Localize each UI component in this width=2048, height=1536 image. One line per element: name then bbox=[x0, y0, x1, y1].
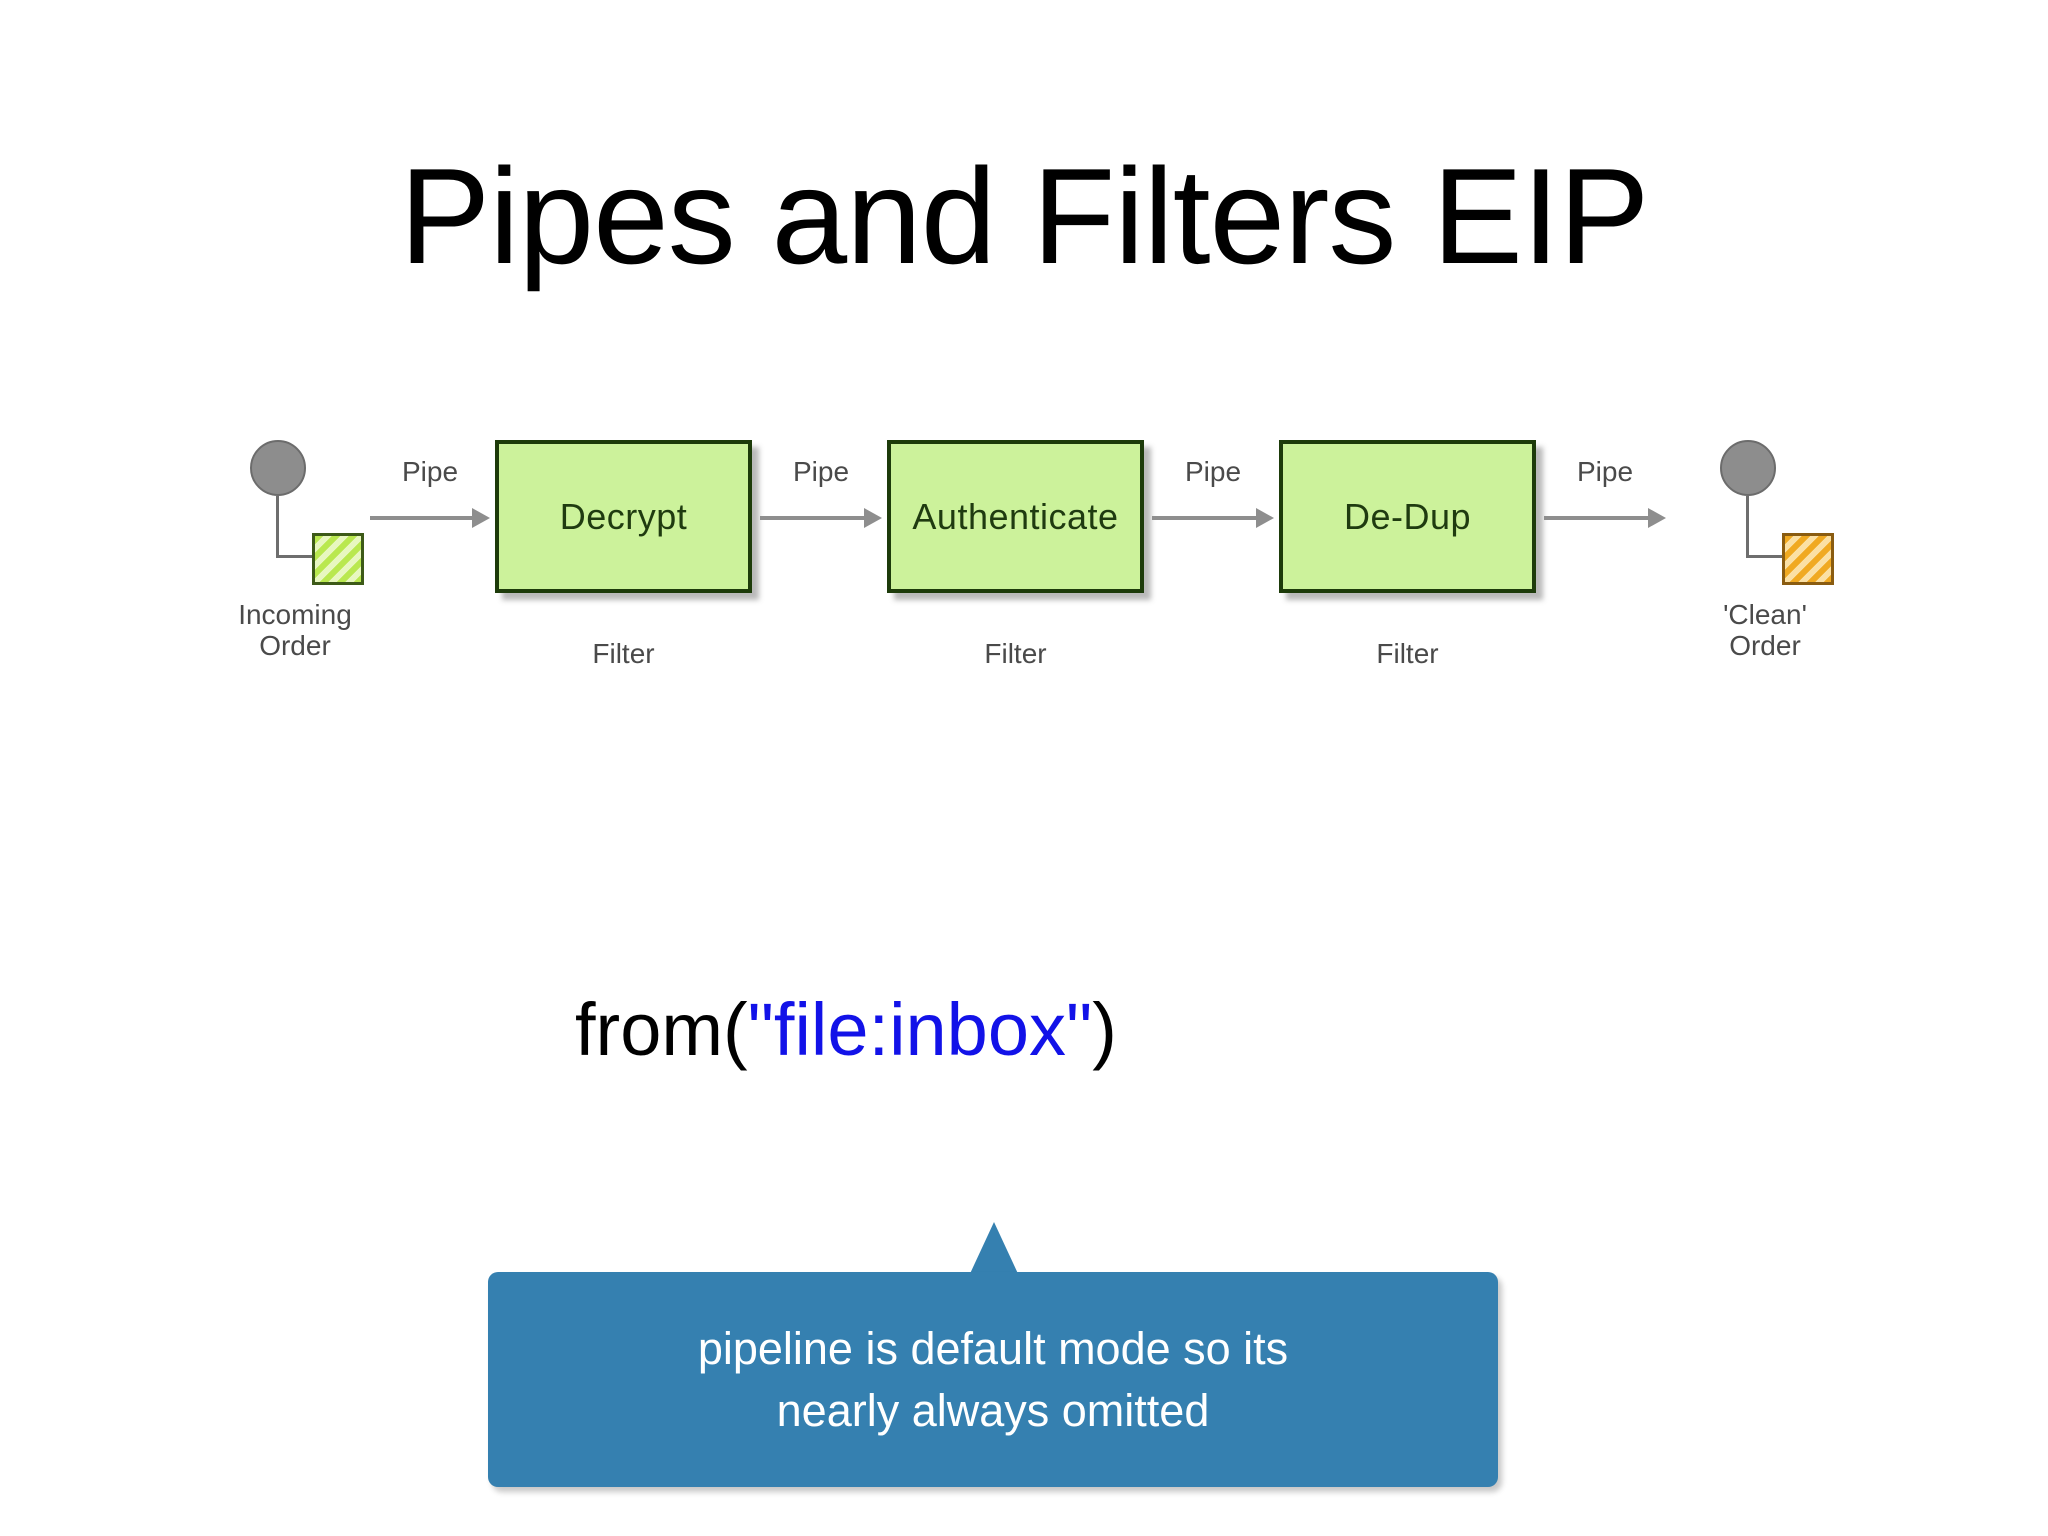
clean-order-connector bbox=[1746, 496, 1786, 558]
filter-label-de-dup: De-Dup bbox=[1343, 495, 1472, 537]
pipe-3: Pipe bbox=[1152, 456, 1274, 530]
pipe-1-label: Pipe bbox=[401, 456, 459, 487]
incoming-order-connector bbox=[276, 496, 316, 558]
callout-box: pipeline is default mode so its nearly a… bbox=[488, 1272, 1498, 1487]
pipe-4-label: Pipe bbox=[1576, 456, 1634, 487]
clean-order-label-line2: Order bbox=[1729, 629, 1801, 661]
callout-line-2: nearly always omitted bbox=[776, 1384, 1210, 1436]
pipe-3-line bbox=[1152, 516, 1258, 520]
pipe-4: Pipe bbox=[1544, 456, 1666, 530]
filter-caption-de-dup: Filter bbox=[1376, 638, 1439, 669]
incoming-order-circle-icon bbox=[250, 440, 306, 496]
callout-line-1: pipeline is default mode so its bbox=[697, 1322, 1289, 1374]
filter-node-de-dup: De-Dup Filter bbox=[1279, 440, 1536, 669]
incoming-order-message-icon bbox=[312, 533, 364, 585]
filter-caption-decrypt: Filter bbox=[592, 638, 655, 669]
filter-node-authenticate: Authenticate Filter bbox=[887, 440, 1144, 669]
incoming-order-label-line2: Order bbox=[259, 629, 331, 661]
pipe-1: Pipe bbox=[370, 456, 490, 530]
filter-label-decrypt: Decrypt bbox=[559, 495, 688, 537]
clean-order-message-icon bbox=[1782, 533, 1834, 585]
pipe-3-arrow-icon bbox=[1256, 508, 1274, 528]
filter-box-decrypt: Decrypt bbox=[495, 440, 752, 593]
callout-text: pipeline is default mode so its nearly a… bbox=[488, 1272, 1498, 1487]
pipe-2-label: Pipe bbox=[792, 456, 850, 487]
incoming-order-label: Incoming Order bbox=[198, 599, 392, 662]
filter-box-de-dup: De-Dup bbox=[1279, 440, 1536, 593]
filter-node-decrypt: Decrypt Filter bbox=[495, 440, 752, 669]
incoming-order-endpoint: Incoming Order bbox=[220, 440, 370, 700]
clean-order-circle-icon bbox=[1720, 440, 1776, 496]
clean-order-label: 'Clean' Order bbox=[1668, 599, 1862, 662]
clean-order-endpoint: 'Clean' Order bbox=[1690, 440, 1840, 700]
pipe-1-arrow-icon bbox=[472, 508, 490, 528]
pipe-4-arrow-icon bbox=[1648, 508, 1666, 528]
callout-pointer-icon bbox=[968, 1222, 1020, 1278]
code-line-0: from("file:inbox") bbox=[0, 982, 2048, 1078]
pipe-2-line bbox=[760, 516, 866, 520]
code-line-0-string: "file:inbox" bbox=[747, 988, 1093, 1071]
filter-caption-authenticate: Filter bbox=[984, 638, 1047, 669]
page-title: Pipes and Filters EIP bbox=[399, 140, 1650, 292]
pipe-2-arrow-icon bbox=[864, 508, 882, 528]
pipe-2: Pipe bbox=[760, 456, 882, 530]
pipes-and-filters-diagram: Incoming Order Pipe Decrypt Filter Pipe … bbox=[220, 420, 1900, 730]
pipe-1-line bbox=[370, 516, 474, 520]
code-line-0-suffix: ) bbox=[1092, 988, 1117, 1071]
pipe-4-line bbox=[1544, 516, 1650, 520]
code-line-0-prefix: from( bbox=[575, 988, 748, 1071]
filter-label-authenticate: Authenticate bbox=[912, 495, 1119, 537]
clean-order-label-line1: 'Clean' bbox=[1723, 599, 1807, 630]
pipe-3-label: Pipe bbox=[1184, 456, 1242, 487]
filter-box-authenticate: Authenticate bbox=[887, 440, 1144, 593]
incoming-order-label-line1: Incoming bbox=[238, 599, 352, 630]
